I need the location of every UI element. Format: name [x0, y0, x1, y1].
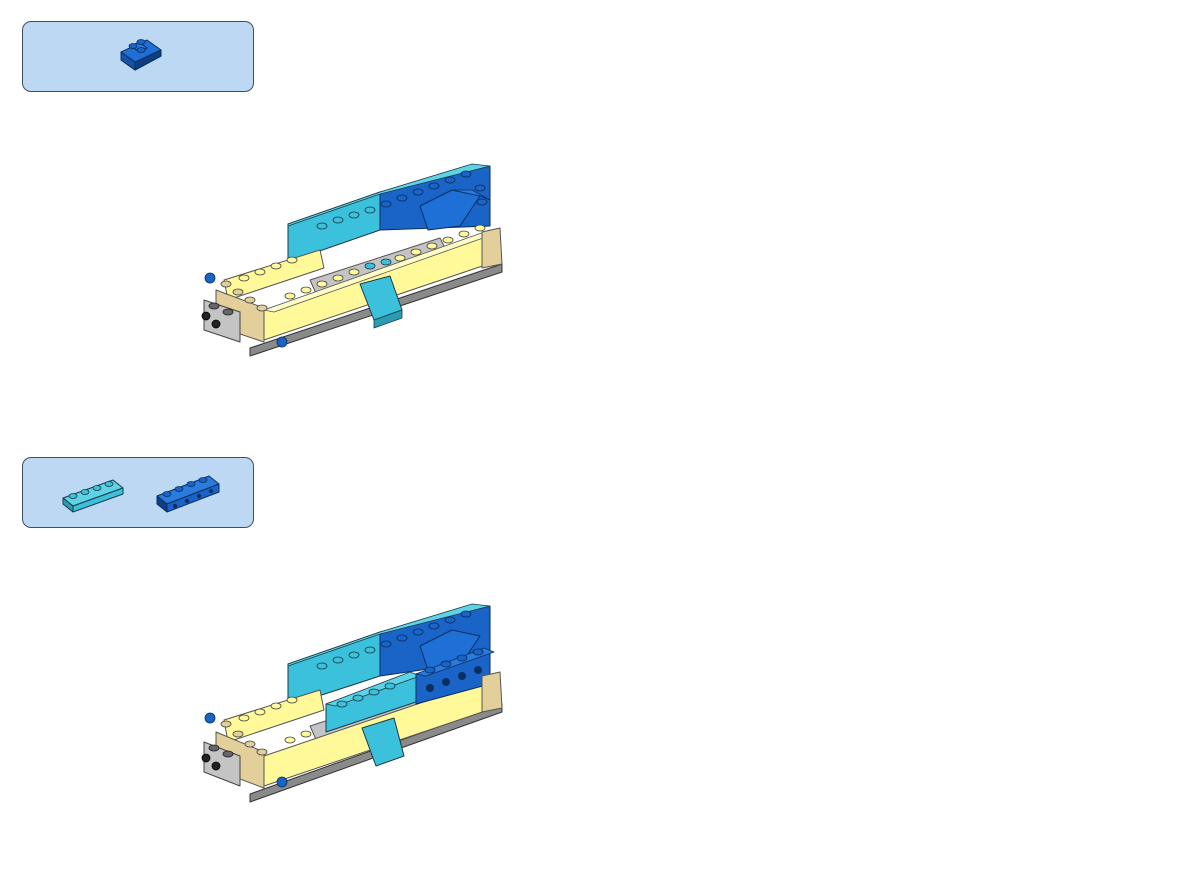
- blue-technic-brick-1x4-icon: [153, 470, 223, 514]
- step-1-model-assembly: [190, 160, 510, 370]
- blue-slope-brick-2x2-icon: [117, 34, 165, 74]
- medium-azure-brick-1x4-icon: [59, 472, 125, 514]
- step-2-model-assembly: [190, 600, 510, 815]
- parts-callout-step-1: [22, 21, 254, 92]
- parts-callout-step-2: [22, 457, 254, 528]
